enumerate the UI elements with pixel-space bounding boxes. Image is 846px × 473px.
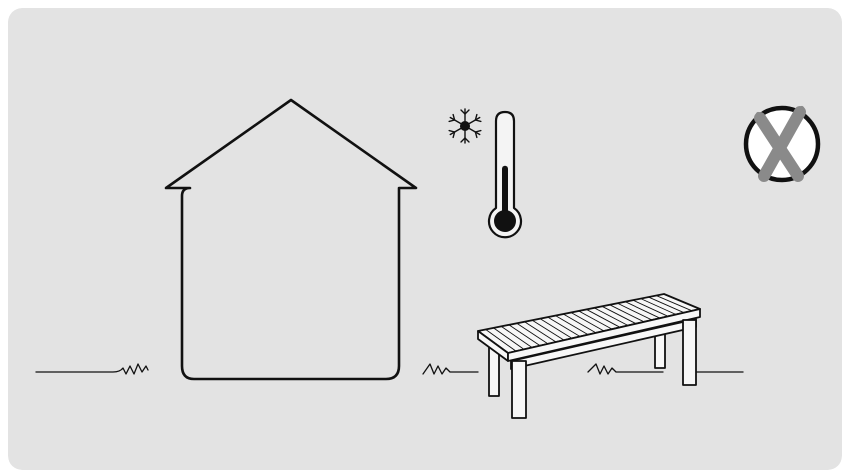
illustration-panel [8,8,842,470]
crossed-out-circle-icon [746,108,818,180]
scene-background [8,8,842,470]
thermometer-bulb [494,210,516,232]
scene-canvas [8,8,842,470]
bench-front-leg-left [512,361,526,418]
bench-front-leg-right [683,320,696,385]
